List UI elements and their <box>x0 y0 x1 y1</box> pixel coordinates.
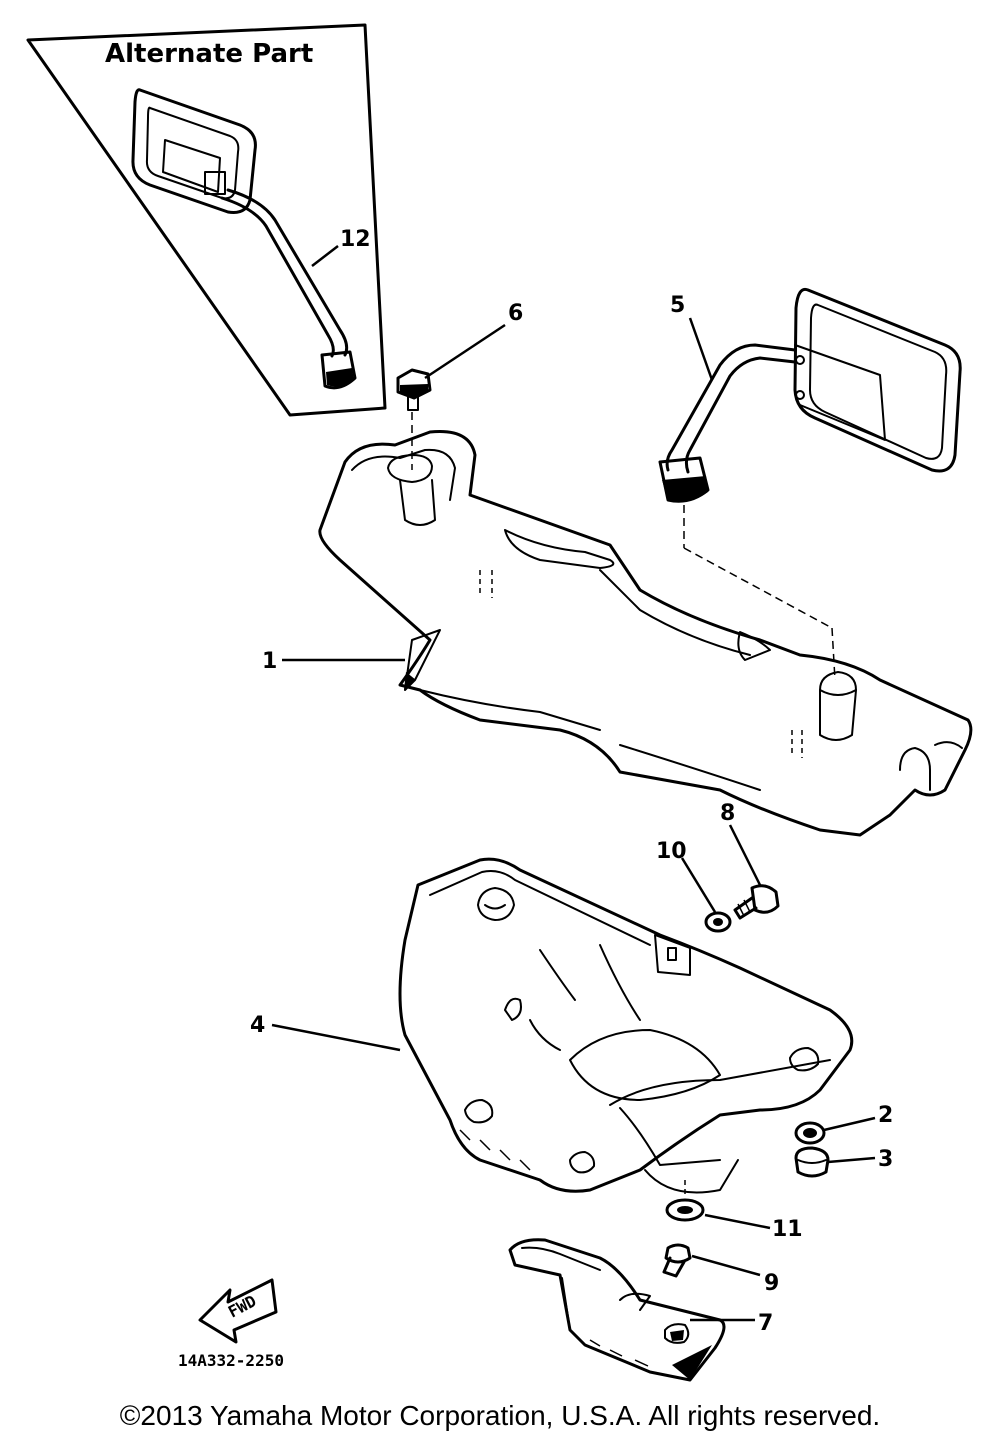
leader-12 <box>311 245 339 267</box>
callout-12: 12 <box>340 227 371 252</box>
leader-3 <box>827 1156 876 1164</box>
leader-10 <box>680 857 717 913</box>
bolt-part-6 <box>396 368 432 470</box>
alternate-mirror-part-12 <box>131 88 357 390</box>
leader-11 <box>704 1213 771 1230</box>
callout-1: 1 <box>262 649 277 674</box>
callout-8: 8 <box>720 801 735 826</box>
mirror-part-5 <box>658 287 962 681</box>
callout-4: 4 <box>250 1013 265 1038</box>
fwd-arrow-icon: FWD <box>198 1278 278 1344</box>
leader-5 <box>688 317 714 381</box>
alternate-part-inset: Alternate Part 12 <box>26 23 387 417</box>
leader-6 <box>424 323 506 380</box>
callout-3: 3 <box>878 1147 893 1172</box>
drawing-code: 14A332-2250 <box>178 1351 284 1370</box>
callout-10: 10 <box>656 839 687 864</box>
washer-part-10 <box>704 911 732 933</box>
leader-8 <box>728 824 762 886</box>
copyright-notice: ©2013 Yamaha Motor Corporation, U.S.A. A… <box>119 1400 881 1431</box>
upper-handle-cover-part-1 <box>318 429 973 837</box>
callout-2: 2 <box>878 1103 893 1128</box>
collar-part-11 <box>665 1180 705 1222</box>
inset-title: Alternate Part <box>105 39 313 69</box>
leader-2 <box>823 1116 876 1132</box>
callout-5: 5 <box>670 293 685 318</box>
bracket-part-7 <box>508 1238 726 1382</box>
leader-4 <box>271 1023 401 1052</box>
callout-9: 9 <box>764 1271 779 1296</box>
parts-diagram: Alternate Part 12 6 <box>26 23 973 1382</box>
callout-7: 7 <box>758 1311 773 1336</box>
cap-part-3 <box>794 1146 830 1178</box>
leader-9 <box>691 1254 761 1277</box>
nut-part-2 <box>794 1121 826 1145</box>
screw-part-9 <box>662 1243 692 1278</box>
callout-6: 6 <box>508 301 523 326</box>
callout-11: 11 <box>772 1217 803 1242</box>
screw-part-8 <box>733 884 780 920</box>
lower-handle-cover-part-4 <box>398 857 854 1194</box>
